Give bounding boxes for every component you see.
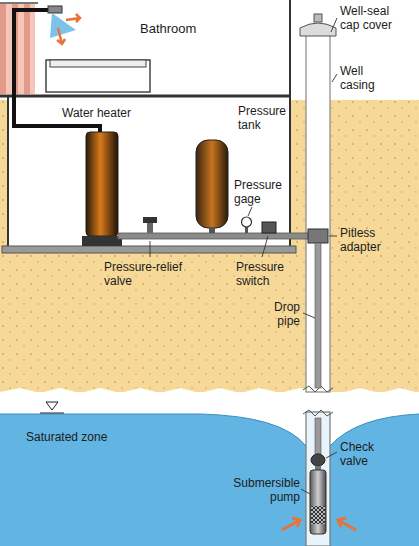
relief-valve	[147, 222, 153, 233]
house	[2, 246, 296, 253]
leader-lines	[248, 207, 252, 216]
leader-lines	[332, 74, 337, 82]
relief-valve	[143, 217, 157, 223]
water-table-symbol	[40, 413, 64, 414]
shower-head	[48, 6, 80, 44]
shower-curtain	[6, 4, 12, 94]
water-heater	[82, 132, 122, 246]
part-label: Well casing	[340, 64, 386, 92]
water-table-symbol	[46, 402, 58, 410]
leader-lines	[303, 313, 315, 318]
pressure-tank	[196, 140, 228, 234]
well-casing	[306, 34, 330, 392]
water-heater	[86, 132, 118, 236]
shower-head	[50, 13, 76, 38]
house	[0, 95, 290, 98]
well-casing	[303, 34, 333, 546]
shower-head	[66, 14, 80, 22]
part-label: Water heater	[62, 106, 131, 120]
pressure-gage	[242, 217, 252, 227]
bathtub	[50, 60, 146, 67]
service-pipe	[118, 233, 312, 239]
pressure-switch	[262, 222, 276, 233]
shower-curtain	[0, 4, 6, 94]
part-label: Pressure gage	[234, 178, 288, 206]
well-seal-cap	[300, 14, 336, 36]
shower-curtain	[0, 2, 38, 4]
water-table-symbol	[40, 402, 64, 413]
pressure-tank	[196, 140, 228, 228]
leader-lines	[331, 18, 337, 32]
pitless-adapter	[308, 229, 328, 243]
shower-curtain	[24, 4, 30, 94]
pressure-switch	[262, 222, 276, 233]
pitless-adapter	[308, 229, 328, 243]
room-label: Bathroom	[140, 22, 196, 36]
bathtub	[46, 60, 150, 92]
leader-lines	[262, 236, 268, 257]
zone-label: Saturated zone	[26, 430, 107, 444]
submersible-pump	[310, 470, 326, 534]
bathtub	[46, 60, 150, 92]
submersible-pump	[311, 506, 325, 524]
drop-pipe	[315, 243, 321, 388]
house	[0, 0, 296, 253]
part-label: Pressure tank	[238, 104, 294, 132]
part-label: Submersible pump	[226, 476, 300, 504]
relief-valve	[143, 217, 157, 233]
well-seal-cap	[300, 23, 336, 36]
soil	[0, 388, 419, 396]
flow-arrows	[338, 518, 356, 530]
shower-curtain	[18, 4, 24, 94]
service-pipe	[118, 233, 312, 239]
flow-arrows	[282, 518, 300, 530]
leader-lines	[150, 18, 337, 494]
part-label: Pitless adapter	[340, 226, 392, 254]
well-seal-cap	[314, 14, 322, 22]
saturated-zone	[0, 414, 306, 446]
part-label: Check valve	[340, 440, 384, 468]
leader-lines	[301, 489, 310, 494]
well-casing	[303, 410, 333, 416]
part-label: Drop pipe	[264, 300, 300, 328]
saturated-zone	[0, 414, 419, 546]
leader-lines	[326, 452, 337, 458]
leader-lines	[329, 236, 337, 237]
drop-pipe	[315, 243, 321, 454]
check-valve	[311, 454, 325, 466]
check-valve	[315, 466, 321, 470]
part-label: Well-seal cap cover	[340, 4, 402, 32]
leader-lines	[150, 241, 151, 257]
house	[289, 0, 291, 96]
part-label: Pressure switch	[236, 260, 292, 288]
shower-curtain	[30, 4, 35, 94]
saturated-zone	[0, 414, 419, 546]
pressure-gage	[242, 217, 252, 233]
flow-arrows	[282, 518, 356, 530]
submersible-pump	[310, 470, 326, 534]
well-casing	[306, 412, 330, 546]
shower-head	[48, 6, 62, 13]
shower-curtain	[0, 3, 38, 94]
part-label: Pressure-relief valve	[104, 260, 194, 288]
drop-pipe	[315, 418, 321, 454]
check-valve	[311, 454, 325, 470]
shower-head	[57, 28, 65, 44]
water-heater	[82, 236, 122, 246]
